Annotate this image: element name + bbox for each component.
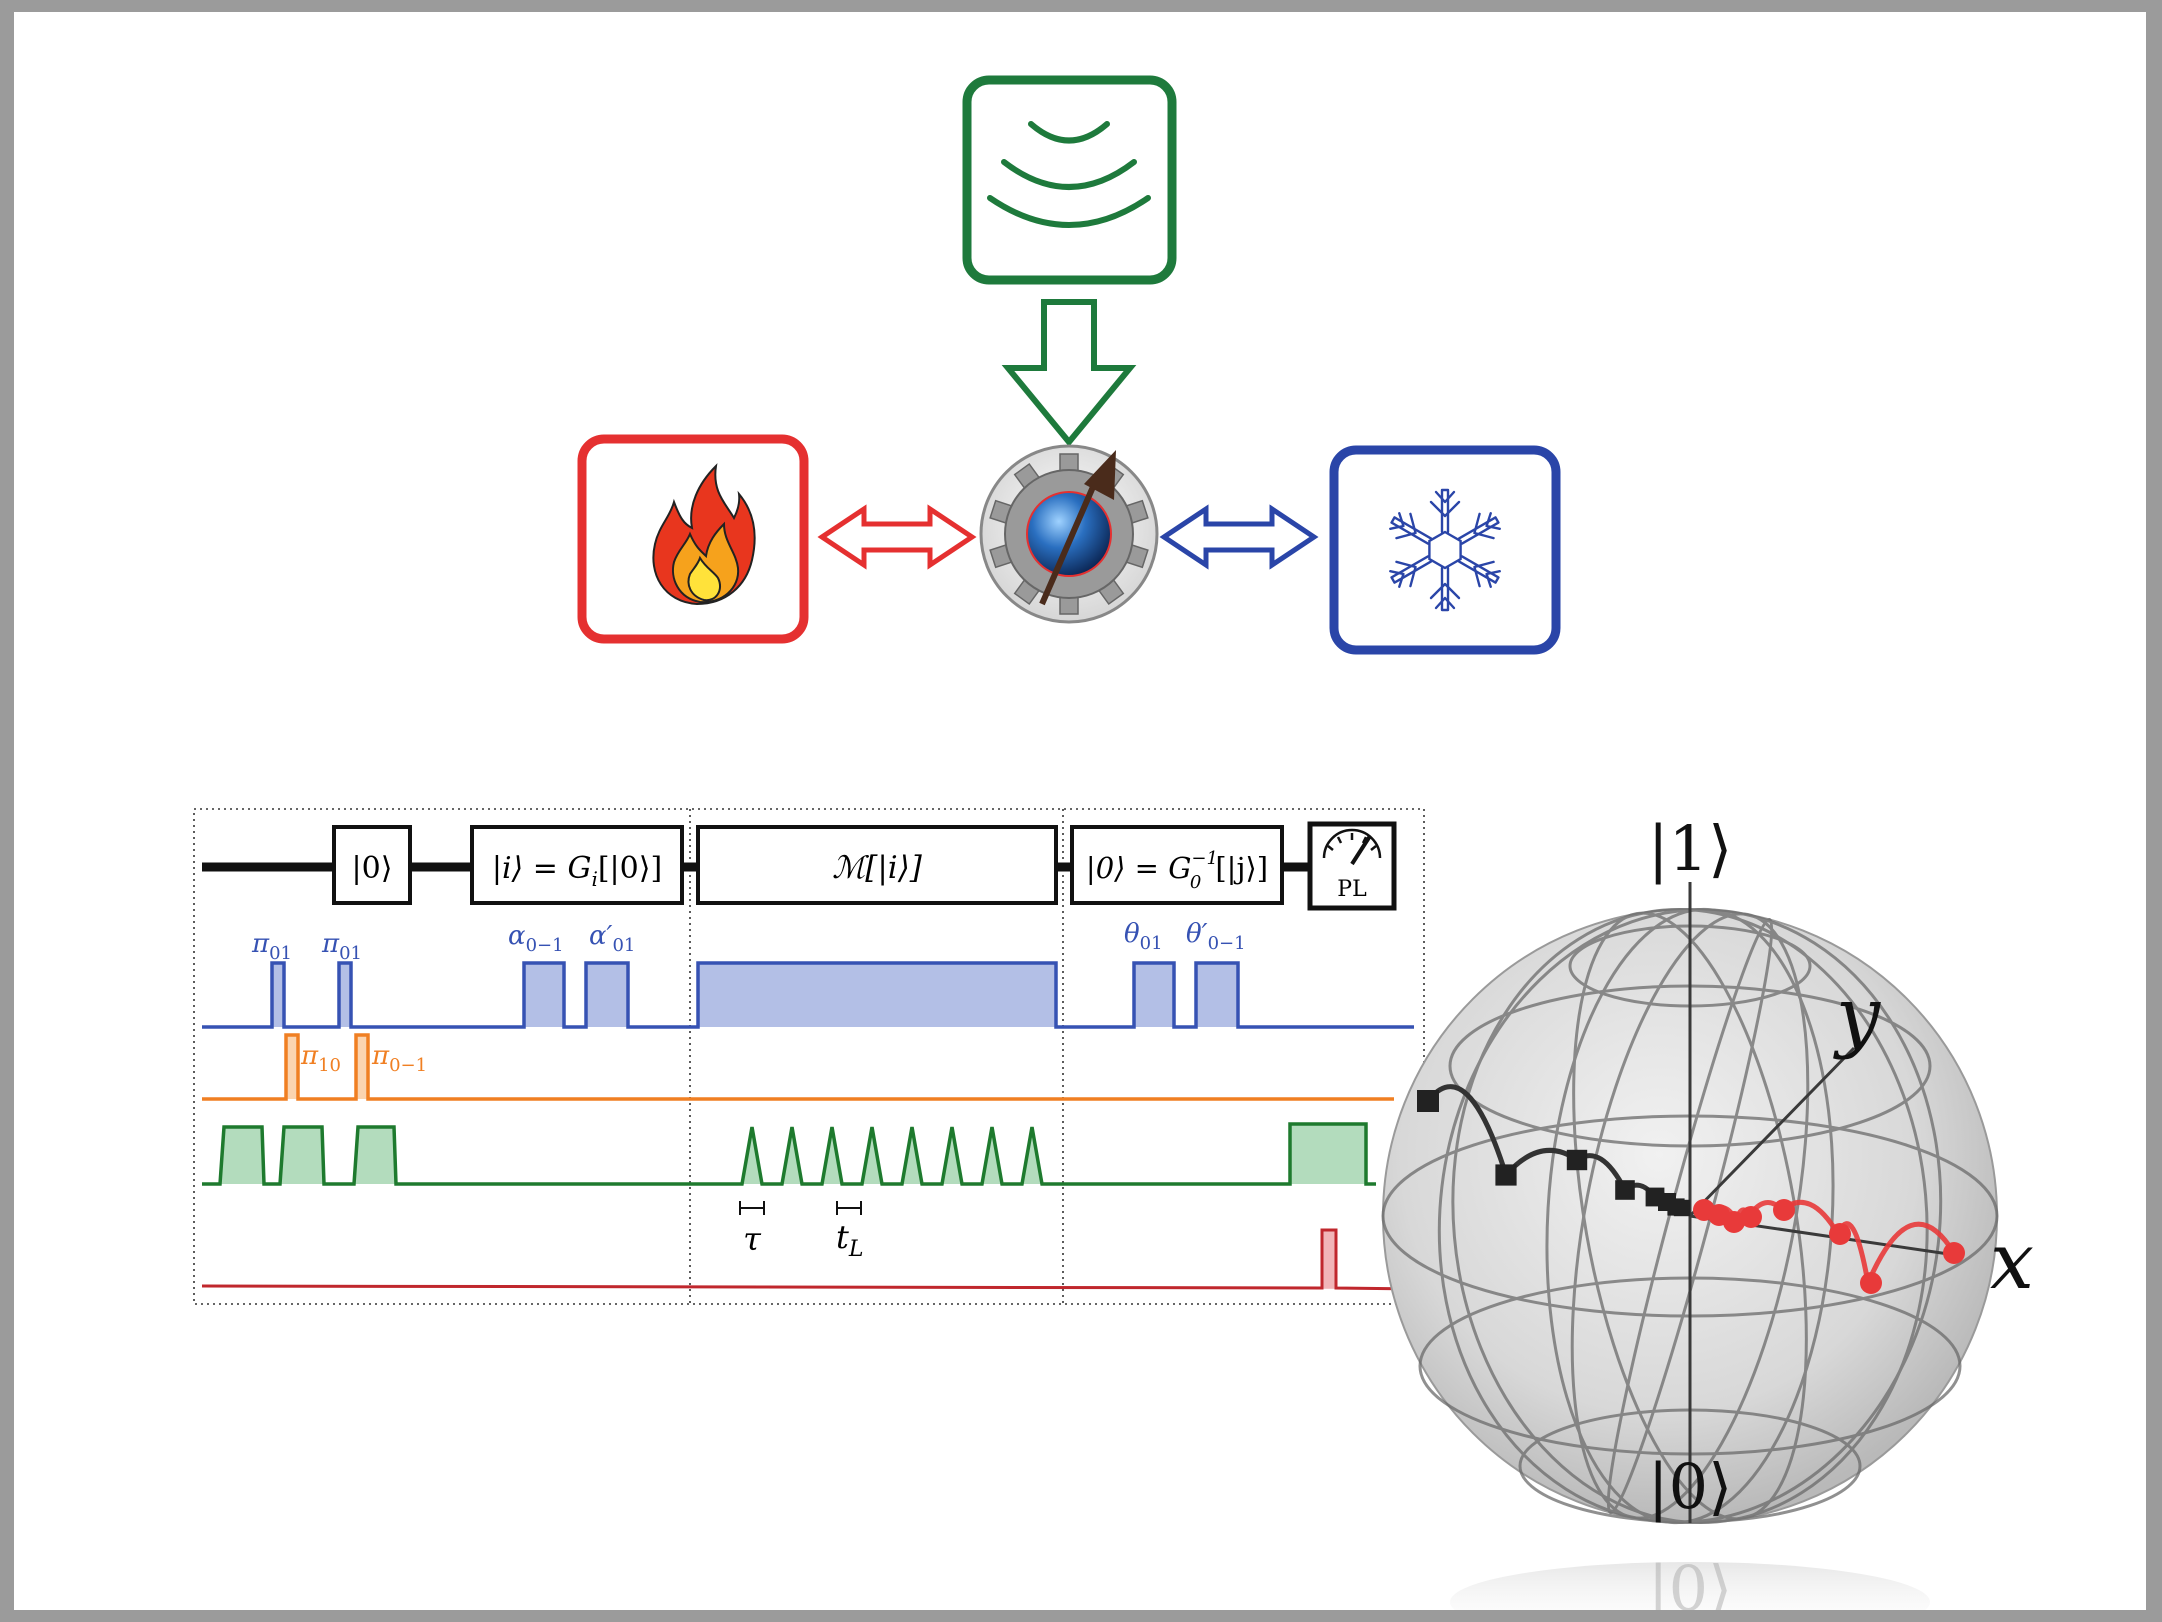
hot-bath-arrow <box>817 504 977 570</box>
trajectory-point-black <box>1566 1149 1588 1171</box>
invert-gate-sub: 0 <box>1190 872 1201 893</box>
invert-gate: |0⟩ = G−1 0 [|j⟩] <box>1070 825 1284 905</box>
trajectory-point-red <box>1943 1242 1965 1264</box>
svg-text:|i⟩ = Gi[|0⟩]: |i⟩ = Gi[|0⟩] <box>492 851 662 891</box>
pi01-label-b: π01 <box>321 929 362 964</box>
cold-bath-arrow <box>1159 504 1319 570</box>
map-gate: ℳ[|i⟩] <box>696 825 1058 905</box>
orange-pulse-channel <box>202 1033 1394 1101</box>
hot-bath-box <box>577 434 809 644</box>
bloch-reflection <box>1450 1562 1930 1610</box>
tau-label: τ <box>743 1220 762 1258</box>
invert-gate-sup: −1 <box>1191 848 1218 869</box>
figure-page: |0⟩ |i⟩ = Gi[|0⟩] ℳ[|i⟩] |0⟩ = G−1 0 [|j⟩]… <box>14 12 2146 1610</box>
pi01-label-a: π01 <box>251 929 292 964</box>
gauge-icon <box>1322 828 1382 866</box>
sequence-frames <box>193 808 1425 1305</box>
invert-gate-lhs: |0⟩ = G <box>1086 851 1191 885</box>
bloch-sphere <box>1381 882 1999 1525</box>
prepare-gate-rhs: [|0⟩] <box>598 851 662 886</box>
alpha-prime-label: α′01 <box>589 921 635 956</box>
bloch-trajectory <box>1417 1084 1965 1294</box>
snowflake-arm <box>1457 555 1501 588</box>
snowflake-icon <box>1389 488 1501 612</box>
tL-marker <box>836 1201 862 1215</box>
longitude-circle <box>1451 907 1929 1525</box>
readout-label: PL <box>1337 877 1367 902</box>
theta-label: θ01 <box>1124 919 1163 954</box>
drive-arrow <box>1001 299 1137 447</box>
pi10-label: π10 <box>300 1041 341 1076</box>
longitude-circle <box>1437 908 1943 1524</box>
svg-text:|0⟩ = G−10[|j⟩]: |0⟩ = G−1 0 [|j⟩] <box>1086 848 1268 893</box>
green-pulse-channel <box>202 1122 1376 1186</box>
drive-box <box>962 75 1177 285</box>
qubit-gear-icon <box>979 444 1159 624</box>
prepare-gate-lhs: |i⟩ = G <box>492 851 592 886</box>
prepare-gate: |i⟩ = Gi[|0⟩] <box>470 825 684 905</box>
snowflake-arm <box>1457 512 1501 545</box>
bloch-top-label: |1⟩ <box>1648 812 1733 885</box>
blue-pulse-channel <box>202 961 1414 1029</box>
snowflake-arm <box>1389 555 1433 588</box>
trajectory-point-red <box>1829 1223 1851 1245</box>
fire-icon <box>652 463 756 606</box>
longitude-circle <box>1572 911 1808 1521</box>
bloch-bottom-label: |0⟩ <box>1648 1450 1733 1523</box>
init-gate: |0⟩ <box>332 825 412 905</box>
bloch-x-label: x <box>1990 1217 2034 1307</box>
cold-bath-box <box>1329 445 1561 655</box>
trajectory-point-black <box>1673 1199 1691 1217</box>
alpha-label: α0−1 <box>508 921 564 956</box>
readout-meter: PL <box>1307 821 1397 911</box>
trajectory-point-red <box>1860 1272 1882 1294</box>
theta-prime-label: θ′0−1 <box>1186 919 1246 954</box>
trajectory-point-black <box>1615 1180 1635 1200</box>
snowflake-arm <box>1429 566 1461 612</box>
map-gate-label: ℳ[|i⟩] <box>832 850 923 886</box>
pi0m1-label: π0−1 <box>371 1041 427 1076</box>
snowflake-arm <box>1389 512 1433 545</box>
invert-gate-rhs: [|j⟩] <box>1215 851 1268 885</box>
trajectory-point-black <box>1417 1090 1439 1112</box>
prepare-gate-sub: i <box>591 867 597 891</box>
tau-marker <box>739 1201 765 1215</box>
red-pulse-channel <box>201 1228 1415 1291</box>
bloch-y-label: y <box>1833 971 1881 1061</box>
init-gate-label: |0⟩ <box>352 851 393 886</box>
trajectory-point-red <box>1693 1199 1715 1221</box>
snowflake-arm <box>1429 488 1461 534</box>
tL-label: tL <box>836 1218 863 1262</box>
figure-canvas: |0⟩ |i⟩ = Gi[|0⟩] ℳ[|i⟩] |0⟩ = G−1 0 [|j⟩]… <box>193 75 2034 1610</box>
trajectory-point-red <box>1740 1206 1762 1228</box>
wave-icon <box>987 121 1151 228</box>
trajectory-point-red <box>1773 1199 1795 1221</box>
trajectory-point-black <box>1495 1164 1517 1186</box>
